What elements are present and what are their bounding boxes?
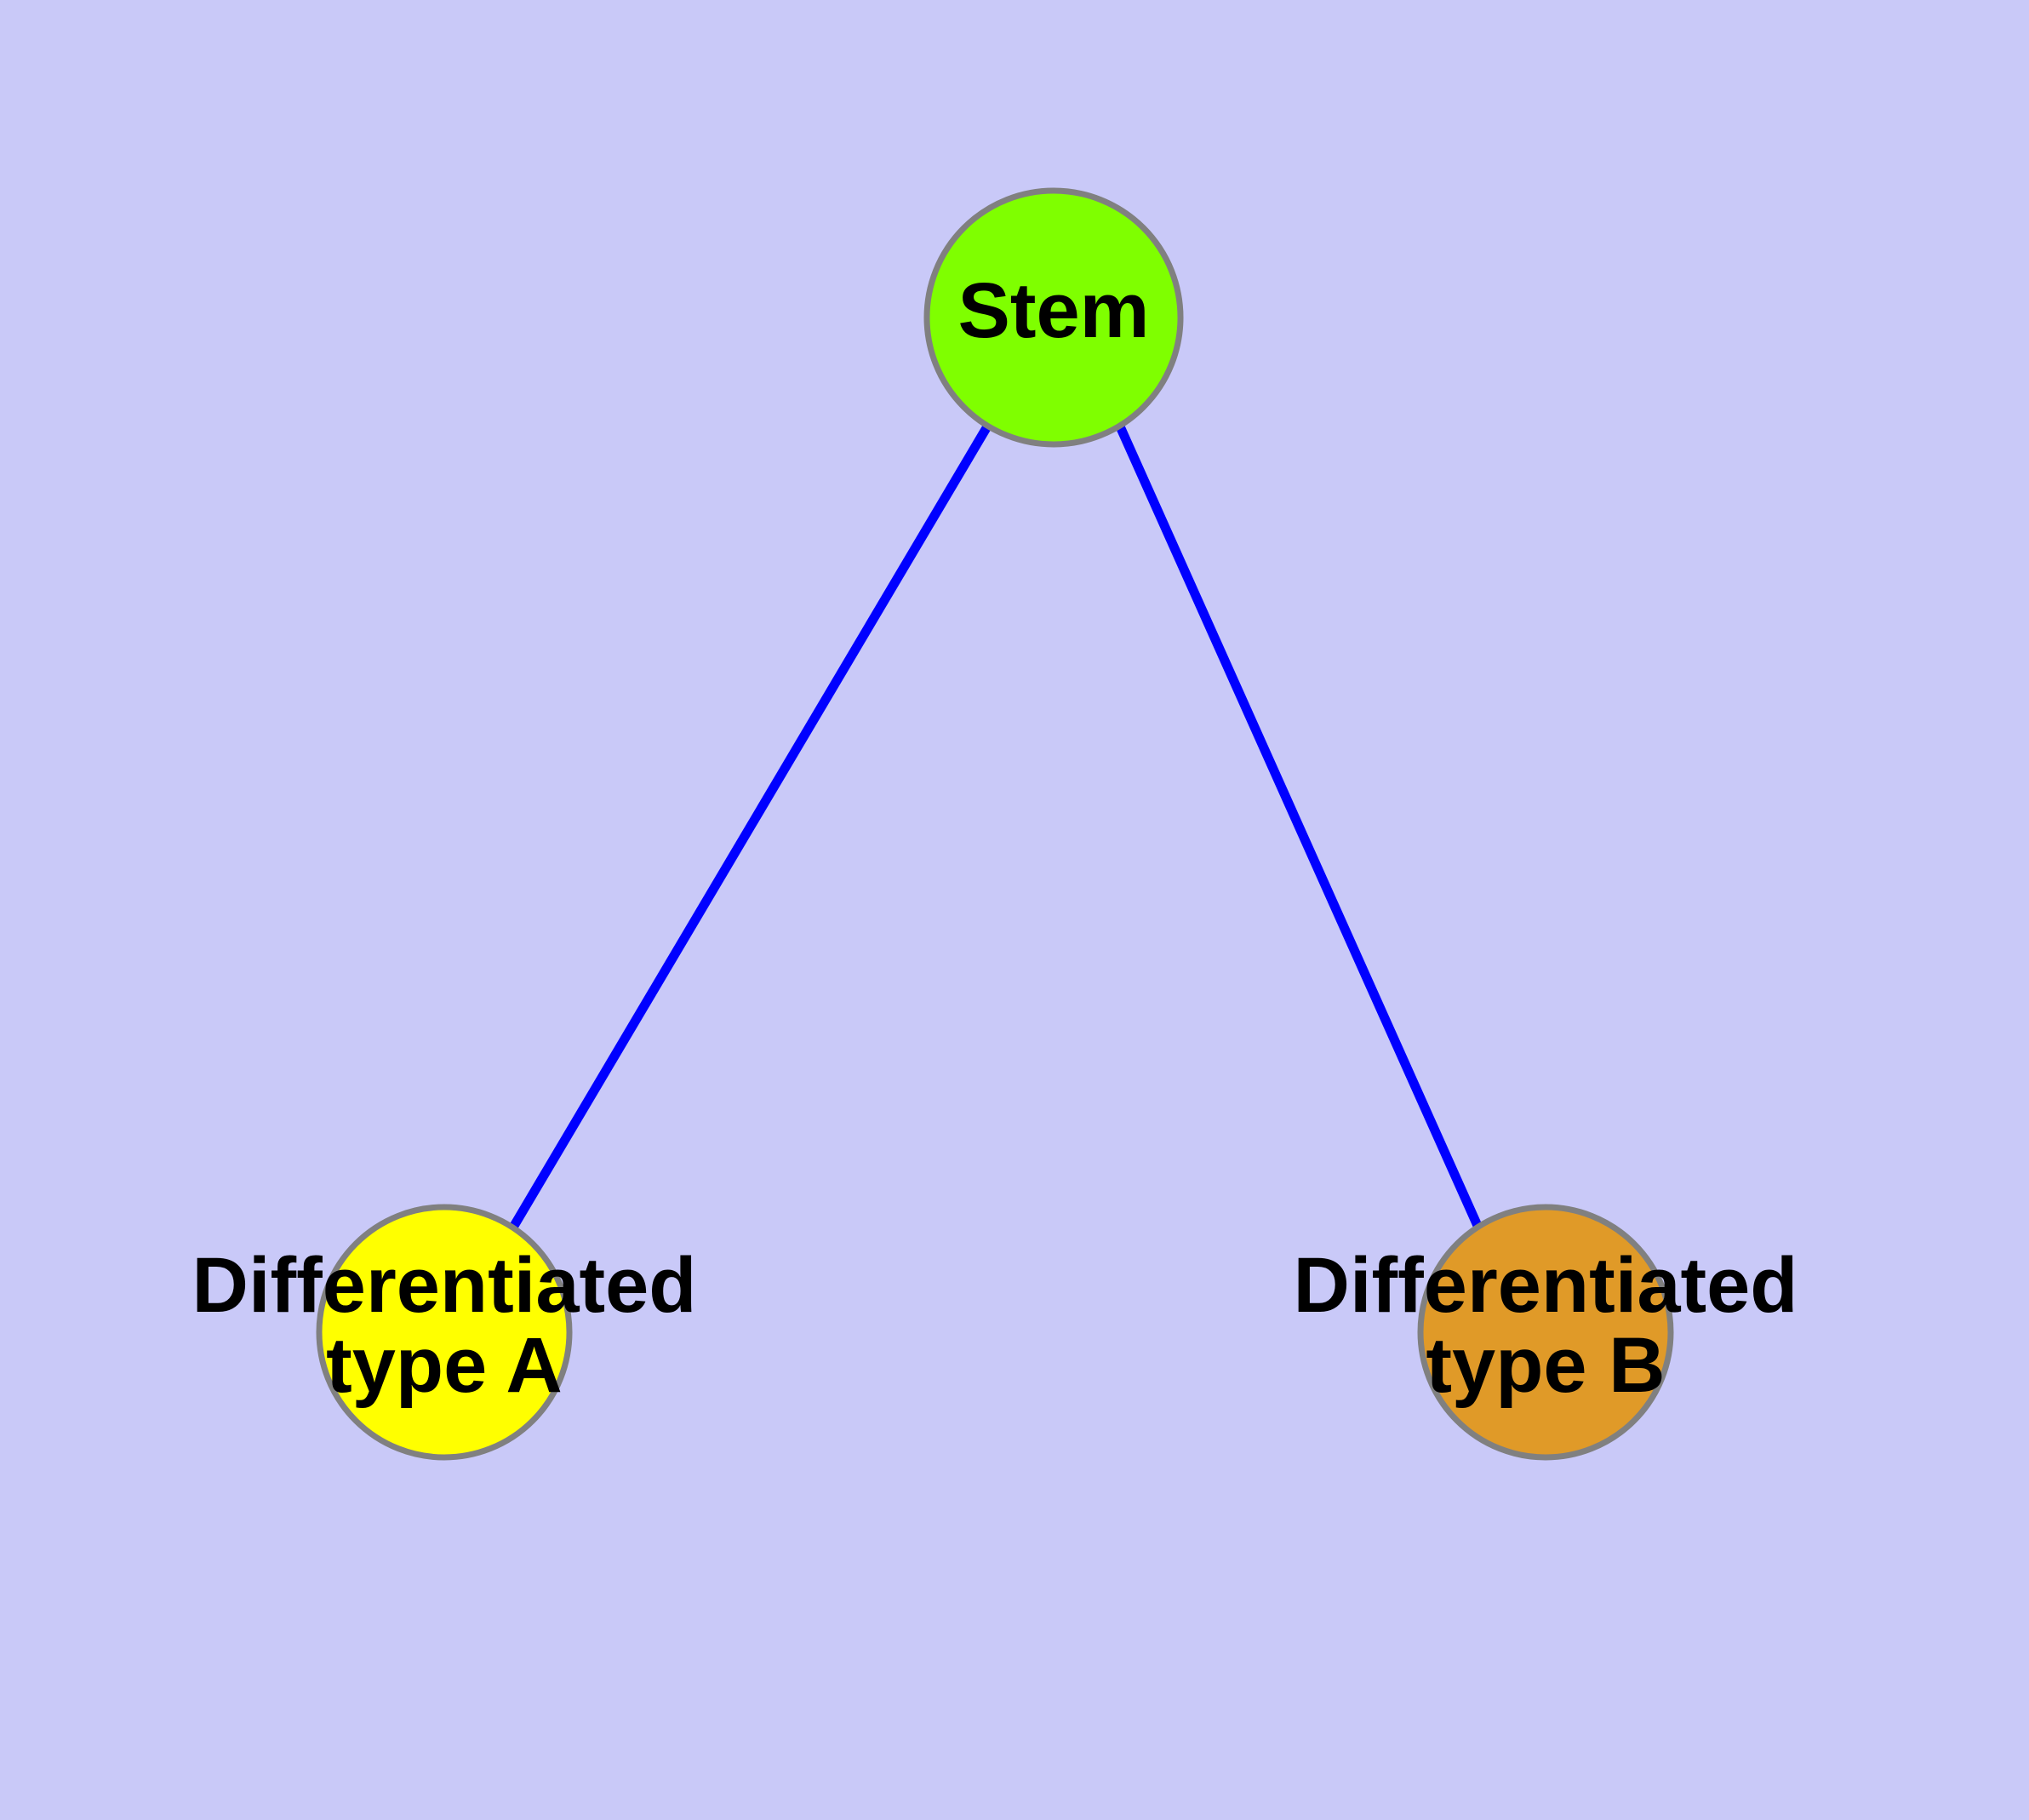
node-layer <box>316 187 1674 1461</box>
node-differentiated-type-b-circle[interactable] <box>1417 1204 1674 1461</box>
edge-stem-to-differentiated-type-a[interactable] <box>510 424 992 1228</box>
edge-layer <box>510 424 1483 1230</box>
edge-stem-to-differentiated-type-b[interactable] <box>1115 424 1483 1230</box>
node-differentiated-type-a-circle[interactable] <box>316 1204 573 1461</box>
node-stem-circle[interactable] <box>923 187 1184 448</box>
